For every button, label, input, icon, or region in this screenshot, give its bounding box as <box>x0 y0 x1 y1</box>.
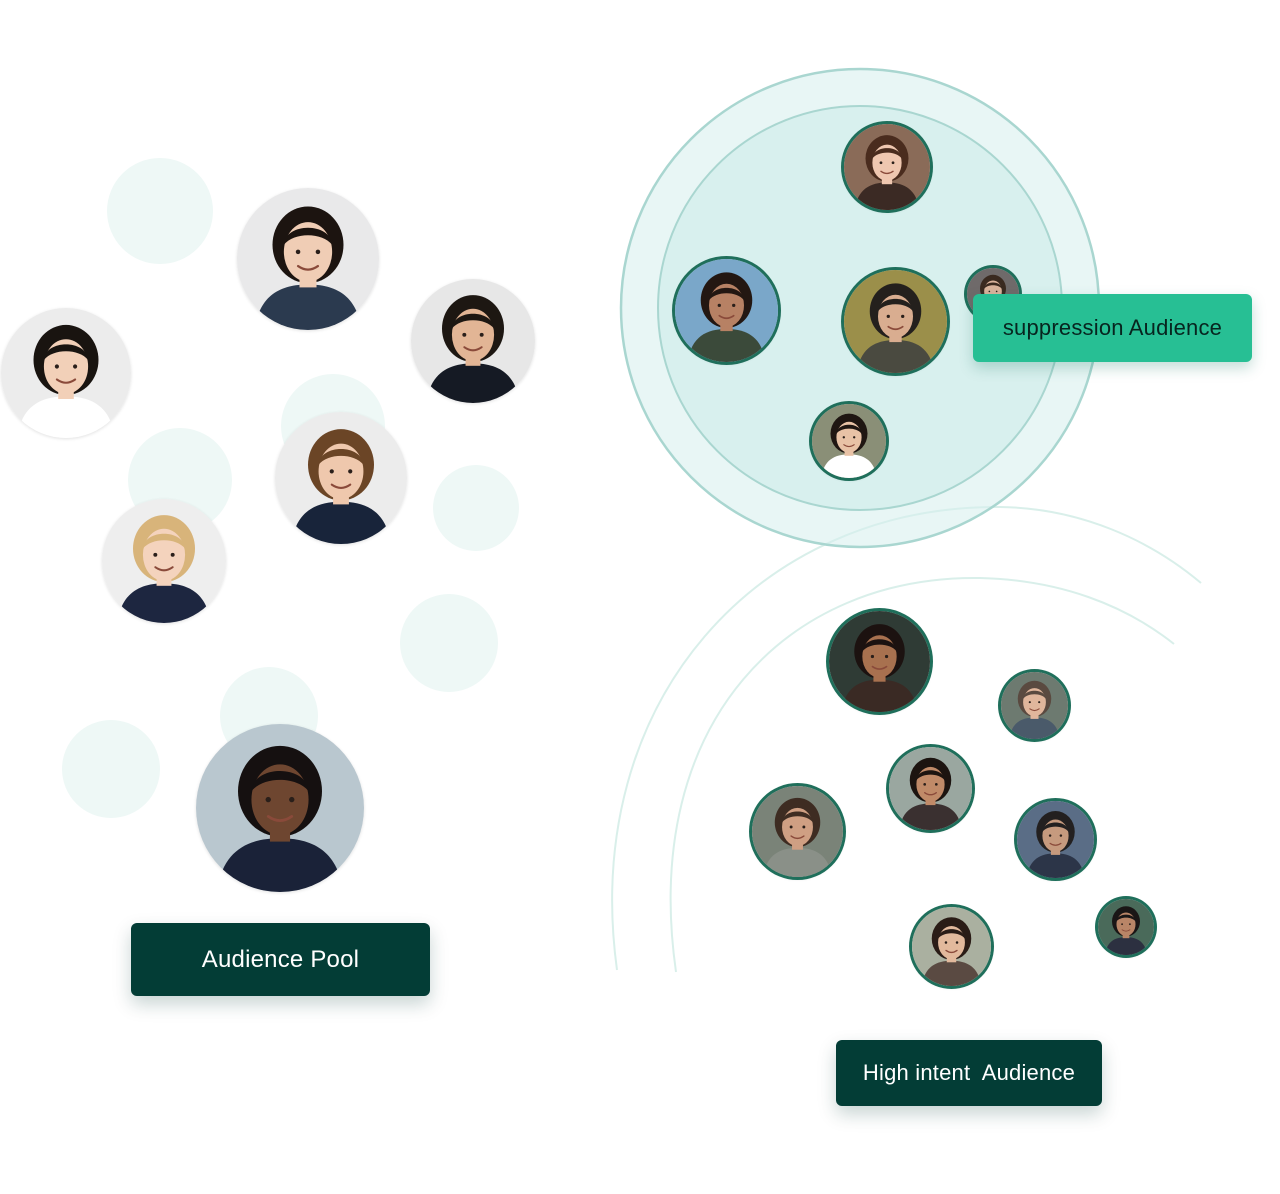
portrait-eye <box>1029 701 1031 703</box>
portrait-image <box>844 124 930 210</box>
person-avatar <box>912 907 991 986</box>
portrait-image <box>237 188 379 330</box>
portrait-eye <box>989 291 991 293</box>
person-avatar <box>237 188 379 330</box>
person-avatar <box>829 611 930 712</box>
portrait-eye <box>853 436 855 438</box>
portrait-eye <box>923 783 926 786</box>
portrait-image <box>829 611 930 712</box>
portrait-eye <box>171 553 175 557</box>
high-intent-audience-label: High intent Audience <box>836 1040 1102 1106</box>
person-avatar <box>844 270 947 373</box>
person-avatar <box>102 499 226 623</box>
portrait-image <box>196 724 364 892</box>
outer-arc <box>612 507 1201 970</box>
portrait-image <box>912 907 991 986</box>
portrait-eye <box>153 553 157 557</box>
portrait-eye <box>55 364 59 368</box>
portrait-eye <box>843 436 845 438</box>
halo-circle <box>433 465 519 551</box>
portrait-eye <box>935 783 938 786</box>
portrait-image <box>102 499 226 623</box>
person-avatar <box>1 308 131 438</box>
portrait-image <box>752 786 843 877</box>
portrait-image <box>1017 801 1094 878</box>
portrait-eye <box>901 315 904 318</box>
portrait-eye <box>1060 834 1062 836</box>
person-avatar <box>675 259 778 362</box>
person-avatar <box>1001 672 1068 739</box>
portrait-eye <box>462 333 466 337</box>
portrait-eye <box>892 161 895 164</box>
portrait-image <box>675 259 778 362</box>
halo-circle <box>62 720 160 818</box>
portrait-image <box>844 270 947 373</box>
portrait-eye <box>802 825 805 828</box>
portrait-eye <box>1121 923 1123 925</box>
person-avatar <box>752 786 843 877</box>
person-avatar <box>844 124 930 210</box>
audience-pool-label: Audience Pool <box>131 923 430 996</box>
portrait-eye <box>871 655 874 658</box>
portrait-image <box>411 279 535 403</box>
portrait-eye <box>880 161 883 164</box>
portrait-eye <box>1049 834 1051 836</box>
portrait-eye <box>1129 923 1131 925</box>
portrait-eye <box>1038 701 1040 703</box>
person-avatar <box>1098 899 1154 955</box>
suppression-audience-label: suppression Audience <box>973 294 1252 362</box>
person-avatar <box>275 412 407 544</box>
portrait-image <box>889 747 972 830</box>
person-avatar <box>411 279 535 403</box>
portrait-eye <box>885 655 888 658</box>
portrait-eye <box>348 469 352 473</box>
portrait-eye <box>289 797 294 802</box>
portrait-image <box>812 404 886 478</box>
portrait-eye <box>732 304 735 307</box>
halo-circle <box>400 594 498 692</box>
person-avatar <box>889 747 972 830</box>
portrait-eye <box>718 304 721 307</box>
person-avatar <box>1017 801 1094 878</box>
portrait-image <box>1 308 131 438</box>
portrait-eye <box>316 250 321 255</box>
portrait-eye <box>996 291 998 293</box>
portrait-eye <box>480 333 484 337</box>
person-avatar <box>196 724 364 892</box>
portrait-eye <box>266 797 271 802</box>
halo-circle <box>107 158 213 264</box>
portrait-eye <box>887 315 890 318</box>
portrait-image <box>275 412 407 544</box>
portrait-image <box>1098 899 1154 955</box>
portrait-eye <box>790 825 793 828</box>
portrait-eye <box>296 250 301 255</box>
portrait-eye <box>330 469 334 473</box>
portrait-eye <box>945 941 948 944</box>
portrait-eye <box>956 941 959 944</box>
portrait-eye <box>73 364 77 368</box>
person-avatar <box>812 404 886 478</box>
portrait-image <box>1001 672 1068 739</box>
